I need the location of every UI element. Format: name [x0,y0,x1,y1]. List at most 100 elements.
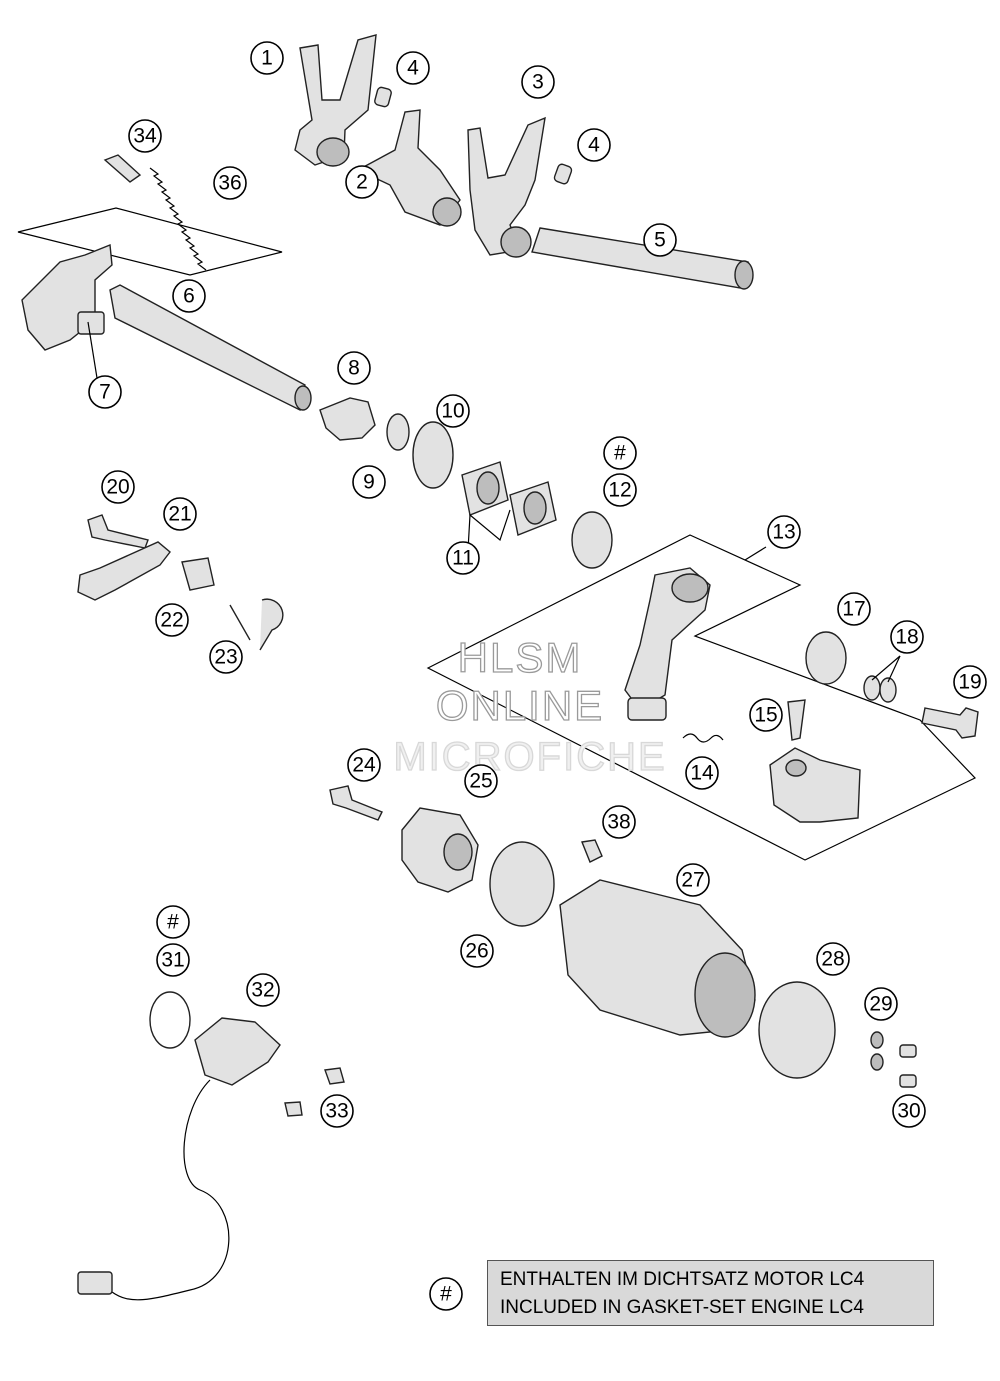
legend-line-en: INCLUDED IN GASKET-SET ENGINE LC4 [500,1297,864,1318]
callout: 31 [156,943,190,977]
callout: 11 [446,541,480,575]
callout: # [603,436,637,470]
callout: 25 [464,764,498,798]
callout: 24 [347,748,381,782]
callout: 36 [213,166,247,200]
watermark-line2: ONLINE [436,682,604,729]
spring-23 [229,598,284,651]
callout: 26 [460,934,494,968]
svg-text:18: 18 [895,626,918,649]
svg-text:13: 13 [772,521,795,544]
svg-text:19: 19 [958,671,981,694]
detent-lever-15-housing [769,747,861,823]
watermark-line1: HLSM [458,634,583,681]
svg-text:11: 11 [452,547,474,570]
spring-14 [682,733,724,743]
callout: 7 [88,375,122,409]
needle-bearing-11 [461,461,557,536]
callout: 6 [172,279,206,313]
callout: 2 [345,165,379,199]
legend-line-de: ENTHALTEN IM DICHTSATZ MOTOR LC4 [500,1269,865,1290]
callout: 21 [163,497,197,531]
washers-18 [863,675,897,703]
callout: 32 [246,973,280,1007]
svg-text:#: # [167,911,179,934]
shift-arm-group-frame [426,534,977,861]
callout: 1 [250,41,284,75]
set-screws-29 [870,1031,884,1071]
screws-33 [284,1067,345,1117]
svg-text:17: 17 [842,598,865,621]
callout: 15 [749,698,783,732]
leader-lines [87,321,901,683]
pin-15 [787,699,806,741]
svg-text:7: 7 [99,381,111,404]
callout: 12 [603,473,637,507]
callout: 5 [643,223,677,257]
shift-lever-group-frame [17,207,283,276]
svg-text:4: 4 [407,57,419,80]
callout: 20 [101,470,135,504]
svg-text:1: 1 [261,47,273,70]
svg-text:22: 22 [160,609,183,632]
callout: 18 [890,620,924,654]
screw-20 [87,514,149,549]
washer-10 [412,421,454,489]
callout: 27 [676,863,710,897]
svg-text:8: 8 [348,357,360,380]
svg-text:24: 24 [352,754,376,777]
shift-quadrant-8 [319,397,376,441]
callout: 28 [816,942,850,976]
svg-text:12: 12 [608,479,631,502]
svg-text:36: 36 [218,172,241,195]
callout: 4 [577,128,611,162]
svg-text:26: 26 [465,940,488,963]
bolt-19 [921,707,979,739]
svg-text:34: 34 [133,125,157,148]
svg-text:27: 27 [681,869,704,892]
callout: 8 [337,351,371,385]
svg-text:25: 25 [469,770,492,793]
callout: 38 [602,805,636,839]
svg-text:30: 30 [897,1100,920,1123]
callout: 4 [396,51,430,85]
shift-arm-13 [624,567,711,721]
bearing-28 [758,981,836,1079]
svg-text:31: 31 [161,949,184,972]
callout: # [156,905,190,939]
shift-star-25 [401,807,479,893]
guide-pin-lower [553,163,573,185]
watermark: HLSM ONLINE MICROFICHE [393,633,666,779]
bush-22 [181,557,215,591]
callout: 19 [953,665,987,699]
shaft-seal-12 [571,511,613,569]
svg-text:20: 20 [106,476,129,499]
shift-fork-2 [356,109,462,227]
fork-shaft-5 [531,227,754,290]
svg-text:33: 33 [325,1100,348,1123]
pin-34 [103,154,142,183]
svg-text:38: 38 [607,811,630,834]
svg-text:29: 29 [869,993,892,1016]
gear-position-sensor-32 [77,1017,281,1301]
washer-17 [805,631,847,685]
shift-fork-3 [467,116,546,258]
callout: 22 [155,603,189,637]
svg-text:3: 3 [532,71,544,94]
callout: 14 [685,756,719,790]
callout: 33 [320,1094,354,1128]
shift-shaft-6 [21,244,312,412]
callout: 34 [128,119,162,153]
svg-text:6: 6 [183,285,195,308]
callout: 9 [352,465,386,499]
svg-text:2: 2 [356,171,368,194]
pins-30 [899,1044,917,1088]
seal-ring-26 [489,841,555,927]
callout: 3 [521,65,555,99]
svg-text:9: 9 [363,471,375,494]
shift-fork-1 [294,34,377,167]
lever-21 [77,541,171,601]
svg-text:23: 23 [214,646,237,669]
guide-pin-upper [374,86,392,108]
screw-38 [581,839,603,863]
